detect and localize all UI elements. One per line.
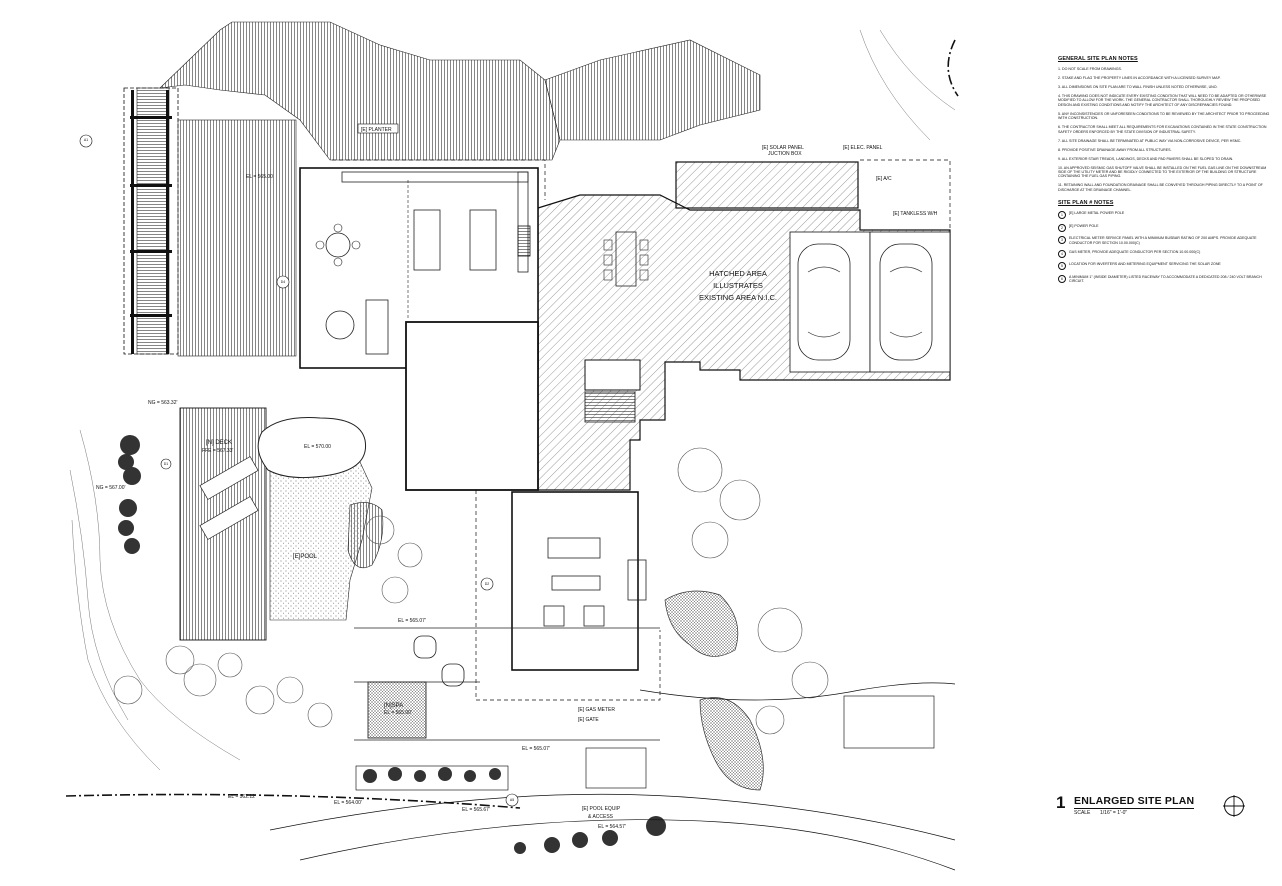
section-marker: D2 <box>485 582 490 586</box>
gate-label: [E] GATE <box>578 717 599 723</box>
notes-panel: GENERAL SITE PLAN NOTES 1. DO NOT SCALE … <box>1058 56 1272 288</box>
deck-label: [N] DECK <box>206 440 232 446</box>
dining-table <box>603 231 649 287</box>
drawing-number: 1 <box>1056 793 1066 812</box>
general-note: 1. DO NOT SCALE FROM DRAWINGS. <box>1058 67 1122 71</box>
site-notes-list: 1[E] LARGE METAL POWER POLE 2[E] POWER P… <box>1058 211 1272 284</box>
general-note: 8. PROVIDE POSITIVE DRAINAGE AWAY FROM A… <box>1058 147 1172 152</box>
trees-left <box>118 435 141 554</box>
section-marker: A1 <box>84 138 88 142</box>
elevation-label: NG = 567.00' <box>96 485 125 491</box>
site-note-text: [E] LARGE METAL POWER POLE <box>1069 211 1125 216</box>
drawing-title-block: 1 ENLARGED SITE PLAN SCALE 1/16" = 1'-0" <box>1056 793 1276 823</box>
pool <box>257 417 384 621</box>
solar-panel-label: [E] SOLAR PANEL <box>762 145 804 151</box>
site-note-text: ELECTRICAL METER SERVICE PANEL WITH A MI… <box>1069 236 1257 245</box>
elevation-label: EL = 565.07' <box>398 618 426 624</box>
general-note: 11. RETAINING WALL AND FOUNDATION DRAINA… <box>1058 183 1263 192</box>
general-note: 3. ALL DIMENSIONS ON SITE PLAN ARE TO WA… <box>1058 85 1218 89</box>
north-arrow-icon <box>1223 795 1245 817</box>
contours <box>69 29 956 771</box>
note-bubble: 1 <box>1058 211 1066 220</box>
pool-equip-label: [E] POOL EQUIP <box>582 806 621 812</box>
pool-access-label: & ACCESS <box>588 814 614 820</box>
hedge <box>363 767 666 854</box>
patio-lines <box>354 627 935 791</box>
planter-label: [E] PLANTER <box>361 127 392 133</box>
setback-lines <box>332 159 951 701</box>
section-marker: A5 <box>510 798 514 802</box>
hatched-note-1: HATCHED AREA <box>709 269 767 278</box>
general-note: 9. ALL EXTERIOR STAIR TREADS, LANDINGS, … <box>1058 156 1234 161</box>
shrubs <box>113 447 829 735</box>
note-bubble: 4 <box>1058 249 1066 258</box>
general-note: 5. ANY INCONSISTENCIES OR UNFORESEEN CON… <box>1058 111 1270 121</box>
section-marker: D4 <box>281 280 286 284</box>
hatched-note-3: EXISTING AREA N.I.C. <box>699 293 777 302</box>
junction-box-label: JUCTION BOX <box>768 151 802 157</box>
elevation-label: EL = 565.00' <box>384 710 412 716</box>
general-note: 4. THIS DRAWING DOES NOT INDICATE EVERY … <box>1058 94 1267 107</box>
elevation-label: EL = 562.12' <box>228 794 256 800</box>
roof-stripes <box>159 21 761 161</box>
center-structure <box>405 321 539 491</box>
elevation-label: EL = 570.00 <box>304 444 331 450</box>
general-note: 6. THE CONTRACTOR SHALL MEET ALL REQUIRE… <box>1058 125 1267 134</box>
site-note: 1[E] LARGE METAL POWER POLE <box>1058 211 1272 220</box>
garage <box>789 231 951 373</box>
hatched-note-2: ILLUSTRATES <box>713 281 763 290</box>
spa <box>367 681 427 739</box>
ac-label: [E] A/C <box>876 176 892 182</box>
drawing-title: ENLARGED SITE PLAN <box>1074 795 1195 809</box>
site-note-text: GAS METER, PROVIDE ADEQUATE CONDUCTOR PE… <box>1069 249 1201 254</box>
site-note: 2[E] POWER POLE <box>1058 223 1272 232</box>
note-bubble: 3 <box>1058 236 1066 245</box>
general-notes-list: 1. DO NOT SCALE FROM DRAWINGS. 2. STAKE … <box>1058 67 1272 192</box>
elevation-label: EL = 564.00' <box>334 800 362 806</box>
note-bubble: 5 <box>1058 262 1066 271</box>
general-note: 2. STAKE AND FLAG THE PROPERTY LINES IN … <box>1058 76 1221 80</box>
site-notes-title: SITE PLAN # NOTES <box>1058 200 1114 207</box>
section-marker: D1 <box>164 462 169 466</box>
general-notes-title: GENERAL SITE PLAN NOTES <box>1058 56 1138 62</box>
scale-label: SCALE <box>1074 810 1091 816</box>
note-bubble: 2 <box>1058 223 1066 232</box>
tankless-label: [E] TANKLESS W/H <box>893 211 938 217</box>
pool-label: [E]POOL <box>293 554 318 560</box>
living-room <box>511 491 647 671</box>
note-bubble: 6 <box>1058 275 1066 284</box>
general-note: 10. AN APPROVED SEISMIC GAS SHUTOFF VALV… <box>1058 165 1267 179</box>
elevation-label: FFE = 567.33' <box>202 448 233 454</box>
elec-panel-label: [E] ELEC. PANEL <box>843 145 883 151</box>
elevation-label: EL = 564.57' <box>598 824 626 830</box>
scale-value: 1/16" = 1'-0" <box>1100 810 1128 816</box>
elevation-label: EL = 565.00 <box>246 174 273 180</box>
site-note-text: A MINIMUM 1" (INSIDE DIAMETER) LISTED RA… <box>1069 275 1262 284</box>
elevation-label: EL = 565.67' <box>462 807 490 813</box>
elevation-label: EL = 565.07' <box>522 746 550 752</box>
site-note-text: [E] POWER POLE <box>1069 223 1099 228</box>
upper-deck <box>177 119 297 357</box>
general-note: 7. ALL SITE DRAINAGE SHALL BE TERMINATED… <box>1058 138 1242 143</box>
site-note-text: LOCATION FOR INVERTERS AND METERING EQUI… <box>1069 262 1221 267</box>
pergola <box>123 87 179 355</box>
gas-meter-label: [E] GAS METER <box>578 707 615 713</box>
elevation-label: NG = 563.32' <box>148 400 177 406</box>
spa-label: [N]SPA <box>384 703 403 709</box>
street-edge <box>65 39 959 871</box>
